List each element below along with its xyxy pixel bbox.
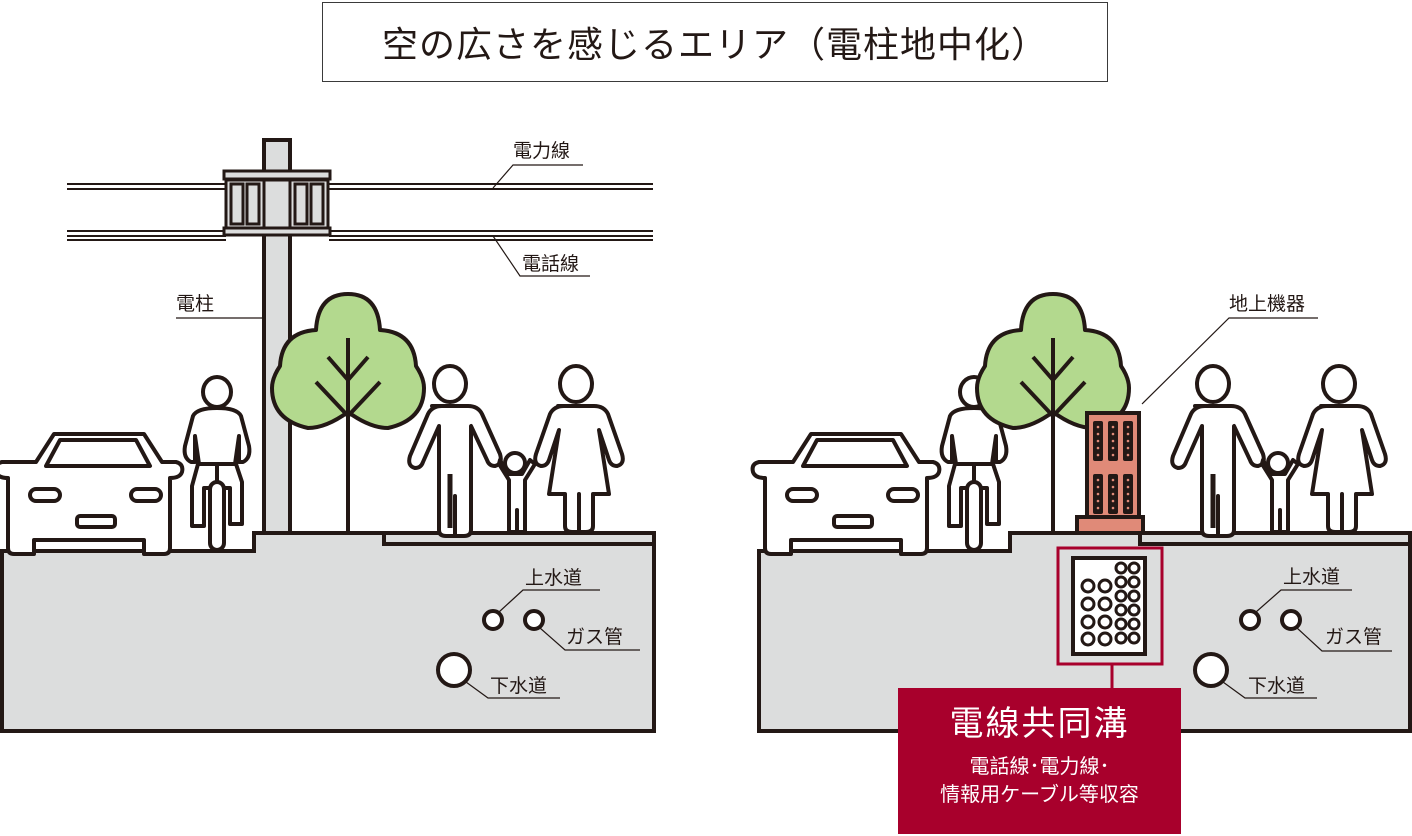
callout-subtitle-2: 情報用ケーブル等収容 — [940, 782, 1139, 806]
utility-pole-label: 電柱 — [176, 293, 214, 315]
child-icon — [1260, 451, 1300, 534]
water-main-label: 上水道 — [1283, 566, 1340, 588]
left-panel: 電力線 電話線 電柱 上水道 ガス管 下水道 — [0, 138, 656, 733]
sewer-pipe-icon — [1193, 652, 1229, 688]
child-icon — [497, 451, 537, 534]
left-ground — [0, 531, 656, 733]
page-title: 空の広さを感じるエリア（電柱地中化） — [381, 25, 1048, 66]
gas-pipe-icon — [523, 609, 545, 631]
woman-icon — [533, 364, 625, 534]
ground-equipment-label: 地上機器 — [1229, 293, 1305, 315]
car-icon — [0, 432, 185, 556]
phone-line-label: 電話線 — [522, 253, 579, 275]
gas-pipe-label: ガス管 — [1325, 626, 1382, 648]
man-icon — [1172, 366, 1264, 536]
sewer-pipe-icon — [436, 652, 472, 688]
sewer-label: 下水道 — [1248, 675, 1305, 697]
utility-pole — [222, 138, 332, 535]
gas-pipe-icon — [1280, 609, 1302, 631]
gas-pipe-label: ガス管 — [566, 626, 623, 648]
power-line-label: 電力線 — [513, 140, 570, 162]
title-box: 空の広さを感じるエリア（電柱地中化） — [322, 2, 1108, 82]
right-panel: 地上機器 上水道 ガス管 下水道 — [750, 292, 1412, 733]
power-lines — [67, 183, 653, 241]
cyclist-icon — [182, 375, 252, 552]
callout-subtitle-1: 電話線･電力線･ — [969, 754, 1110, 778]
water-main-pipe-icon — [482, 609, 504, 631]
water-main-pipe-icon — [1239, 609, 1261, 631]
car-icon — [750, 432, 942, 556]
ground-equipment-icon — [1075, 411, 1145, 535]
cable-trench-callout: 電線共同溝 電話線･電力線･ 情報用ケーブル等収容 — [898, 688, 1181, 834]
sewer-label: 下水道 — [490, 675, 547, 697]
callout-title: 電線共同溝 — [949, 704, 1130, 744]
water-main-label: 上水道 — [525, 567, 582, 589]
tree-icon — [270, 292, 426, 534]
woman-icon — [1296, 364, 1388, 534]
cable-trench-icon — [1056, 546, 1164, 690]
